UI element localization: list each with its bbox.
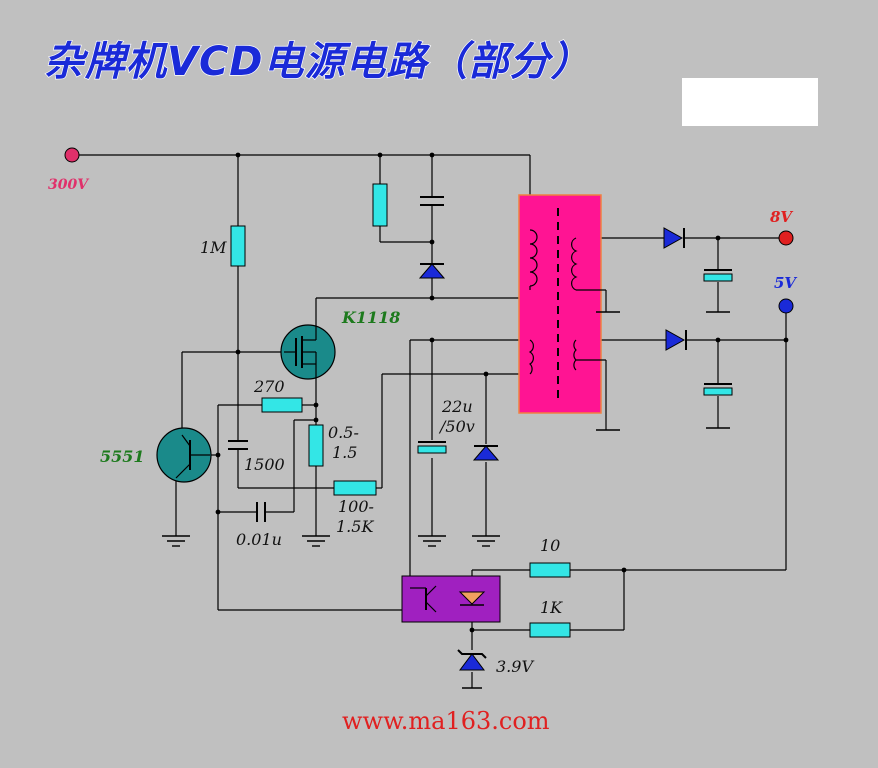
- label-300v: 300V: [48, 177, 90, 193]
- label-0-5: 0.5-: [328, 423, 359, 442]
- ground-symbols: [162, 311, 730, 689]
- diode-snubber: [418, 263, 446, 279]
- diode-aux: [472, 445, 500, 461]
- capacitor-5v-filter: [703, 383, 733, 396]
- label-1m: 1M: [200, 238, 227, 257]
- diagram-title: 杂牌机VCD电源电路（部分）: [44, 39, 592, 85]
- resistor-270: [261, 397, 303, 413]
- transistor-5551: [156, 427, 212, 483]
- wires: [72, 154, 787, 688]
- mosfet-k1118: [280, 324, 336, 380]
- diode-5v: [665, 329, 687, 351]
- junction-dots: [215, 152, 789, 633]
- capacitor-0-01u: [256, 502, 266, 522]
- transformer: [518, 194, 606, 414]
- resistor-snubber: [372, 183, 388, 227]
- resistor-1m: [230, 225, 246, 267]
- capacitor-22u: [417, 441, 447, 454]
- label-5v: 5V: [774, 274, 797, 292]
- capacitor-snubber: [420, 196, 444, 206]
- label-1-5k: 1.5K: [336, 517, 374, 536]
- optocoupler: [401, 575, 501, 623]
- label-1k: 1K: [540, 598, 563, 617]
- blank-box: [682, 78, 818, 126]
- capacitor-8v-filter: [703, 269, 733, 282]
- capacitor-1500: [228, 440, 248, 450]
- label-100: 100-: [338, 497, 374, 516]
- label-22u: 22u: [441, 397, 473, 416]
- resistor-1k: [529, 622, 571, 638]
- zener-diode-3-9v: [457, 649, 487, 671]
- footer-url: www.ma163.com: [342, 707, 550, 735]
- resistor-10: [529, 562, 571, 578]
- terminal-8v: [778, 230, 794, 246]
- label-10: 10: [540, 536, 560, 555]
- terminal-5v: [778, 298, 794, 314]
- label-270: 270: [253, 377, 285, 396]
- label-50v: /50v: [438, 417, 475, 436]
- label-8v: 8V: [770, 208, 793, 226]
- resistor-0-5-1-5: [308, 424, 324, 467]
- label-k1118: K1118: [341, 308, 400, 327]
- label-1500: 1500: [244, 455, 285, 474]
- diode-8v: [663, 227, 685, 249]
- label-3-9v: 3.9V: [496, 657, 534, 676]
- label-0-01u: 0.01u: [236, 530, 282, 549]
- resistor-100-1-5k: [333, 480, 377, 496]
- label-5551: 5551: [100, 447, 145, 466]
- label-1-5: 1.5: [332, 443, 357, 462]
- terminal-300v: [64, 147, 80, 163]
